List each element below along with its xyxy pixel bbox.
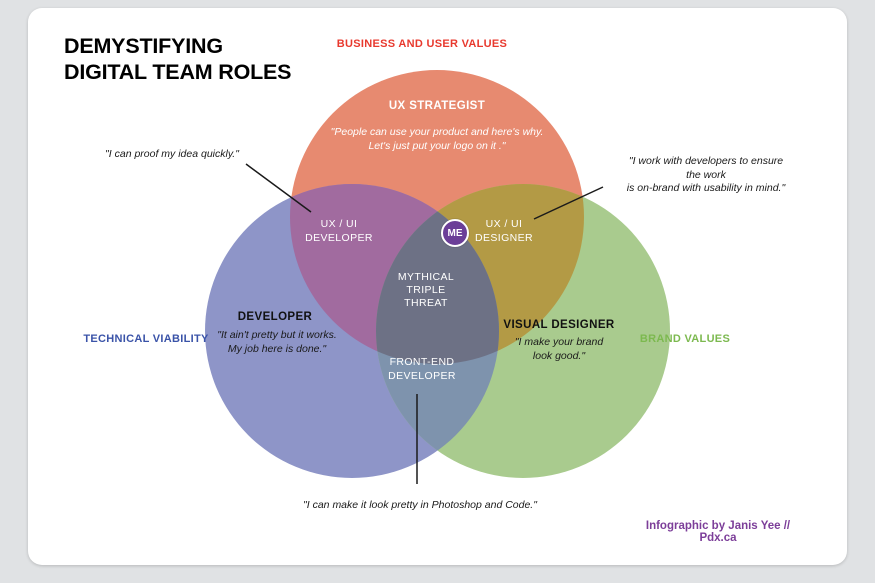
- page-title-line1: DEMYSTIFYING: [64, 34, 223, 58]
- quote-ux-ui-designer: "I work with developers to ensure the wo…: [626, 155, 786, 194]
- role-visual-designer: VISUAL DESIGNER: [503, 319, 615, 331]
- quote-front-end-developer: "I can make it look pretty in Photoshop …: [303, 499, 537, 511]
- me-badge-label: ME: [447, 227, 463, 239]
- me-badge: ME: [441, 219, 469, 247]
- role-developer: DEVELOPER: [237, 311, 313, 323]
- overlap-label-mythical-triple-threat: MYTHICAL TRIPLE THREAT: [397, 271, 455, 309]
- quote-ux-ui-developer: "I can proof my idea quickly.": [105, 148, 239, 160]
- overlap-label-ux-ui-designer: UX / UI DESIGNER: [474, 218, 534, 244]
- axis-label-technical-viability: TECHNICAL VIABILITY: [83, 333, 209, 345]
- quote-developer: "It ain't pretty but it works. My job he…: [217, 329, 337, 355]
- credit-line: Infographic by Janis Yee // Pdx.ca: [645, 520, 791, 544]
- axis-label-brand-values: BRAND VALUES: [639, 333, 731, 345]
- axis-label-business-user-values: BUSINESS AND USER VALUES: [336, 38, 508, 50]
- page-title-line2: DIGITAL TEAM ROLES: [64, 60, 292, 84]
- quote-ux-strategist: "People can use your product and here's …: [330, 126, 544, 152]
- overlap-label-ux-ui-developer: UX / UI DEVELOPER: [305, 218, 373, 244]
- quote-visual-designer: "I make your brand look good.": [514, 336, 604, 362]
- role-ux-strategist: UX STRATEGIST: [388, 100, 486, 112]
- overlap-label-front-end-developer: FRONT-END DEVELOPER: [388, 356, 456, 382]
- page-title: DEMYSTIFYING DIGITAL TEAM ROLES: [64, 33, 292, 85]
